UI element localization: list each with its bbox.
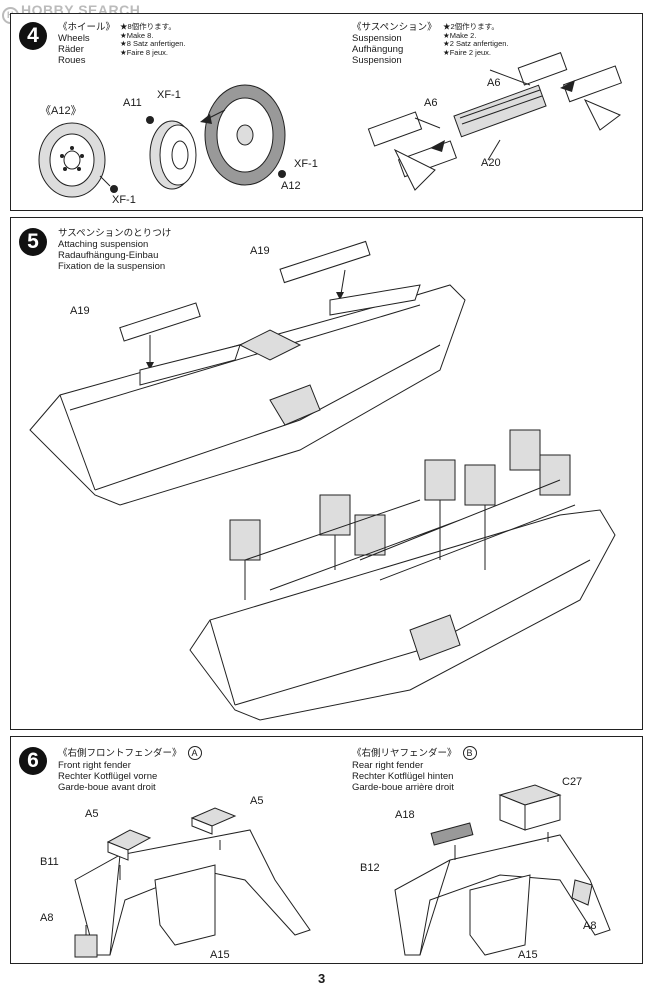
step4-number: 4: [19, 22, 47, 50]
label-a15-left: A15: [210, 949, 230, 961]
label-a5-left: A5: [85, 808, 99, 820]
label-a19-left: A19: [70, 305, 90, 317]
step4-wheels-title: 《ホイール》 Wheels Räder Roues: [58, 22, 116, 66]
step5-title: サスペンションのとりつけ Attaching suspension Radauf…: [58, 228, 172, 272]
label-a8-right: A8: [583, 920, 597, 932]
label-a19-top: A19: [250, 245, 270, 257]
step4-wheel-illustration: [38, 52, 623, 198]
badge-a: A: [187, 746, 202, 760]
label-a12: A12: [281, 180, 301, 192]
step4-suspension-title: 《サスペンション》 Suspension Aufhängung Suspensi…: [352, 22, 437, 66]
label-b11: B11: [40, 856, 59, 868]
label-xf1-c: XF-1: [294, 158, 318, 170]
label-c27: C27: [562, 776, 583, 788]
page-number: 3: [318, 971, 326, 986]
label-a11: A11: [123, 97, 142, 109]
label-a6-left: A6: [424, 97, 438, 109]
step5-number: 5: [19, 228, 47, 256]
badge-b: B: [462, 746, 477, 760]
step4-suspension-notes: ★2個作ります。 ★Make 2. ★2 Satz anfertigen. ★F…: [443, 22, 509, 57]
step5-hull-illustration: [29, 240, 616, 721]
label-a6-top: A6: [487, 77, 501, 89]
label-a20: A20: [481, 157, 501, 169]
label-a8-left: A8: [40, 912, 54, 924]
label-a15-right: A15: [518, 949, 538, 961]
label-b12: B12: [360, 862, 380, 874]
label-a18: A18: [395, 809, 415, 821]
step6-left-title: 《右側フロントフェンダー》A Front right fender Rechte…: [58, 746, 202, 793]
step4-panel: [10, 13, 643, 211]
label-xf1-a: XF-1: [157, 89, 181, 101]
step4-wheels-notes: ★8個作ります。 ★Make 8. ★8 Satz anfertigen. ★F…: [120, 22, 186, 57]
step6-number: 6: [19, 747, 47, 775]
label-a5-right: A5: [250, 795, 264, 807]
label-xf1-b: XF-1: [112, 194, 136, 206]
label-a12-bracket: 《A12》: [40, 105, 82, 117]
step6-right-title: 《右側リヤフェンダー》B Rear right fender Rechter K…: [352, 746, 477, 793]
